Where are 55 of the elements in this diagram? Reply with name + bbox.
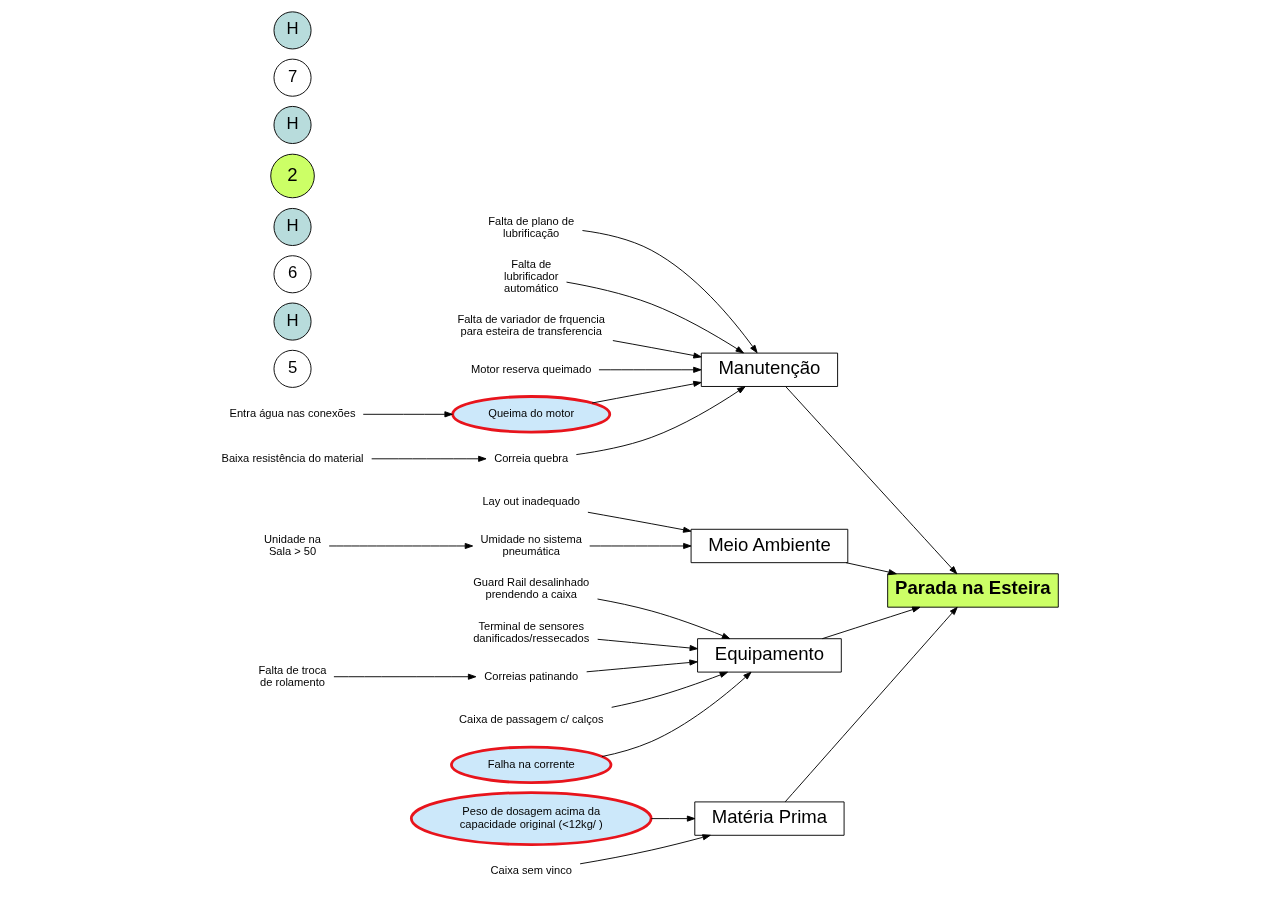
node-ellipse: Falha na corrente [449,745,612,784]
arrow [610,671,728,708]
node-ellipse: Queima do motor [450,395,611,434]
node-text: Umidade no sistema pneumática [480,532,582,557]
node-circle: 7 [273,58,312,97]
node-text: Lay out inadequado [481,495,580,508]
node-text: Correias patinando [483,669,578,682]
arrow [596,638,698,652]
arrow [845,562,897,576]
node-circle: 2 [269,153,315,199]
arrow [601,671,751,757]
arrow [784,386,957,575]
node-text: Guard Rail desalinhado prendendo a caixa [472,576,589,601]
node-text: Baixa resistência do material [221,451,364,464]
node-text: Caixa sem vinco [489,864,572,877]
arrow [585,659,698,673]
node-text: Entra água nas conexões [229,407,356,420]
arrow [362,411,453,418]
arrow [575,386,745,456]
node-text: Caixa de passagem c/ calços [458,713,603,726]
arrow [784,606,958,803]
arrow [650,815,695,822]
node-text: Falta de plano de lubrificação [487,214,574,239]
node-text: Unidade na Sala > 50 [263,532,321,557]
arrow [332,673,476,680]
arrow [328,542,473,550]
node-ellipse: Peso de dosagem acima da capacidade original (<12kg/ ) [409,791,652,846]
arrow [821,606,920,640]
node-text: Terminal de sensores danificados/ressecados [472,619,589,645]
arrow [581,230,758,354]
arrow [588,542,691,550]
node-text: Motor reserva queimado [470,362,591,375]
node-box: Meio Ambiente [690,528,848,564]
arrow [565,281,744,354]
arrow [597,366,702,373]
node-text: Falta de lubrificador automático [503,257,558,294]
node-box: Equipamento [696,638,842,673]
node-circle: 6 [273,255,312,294]
node-box: Matéria Prima [693,801,845,836]
arrow [579,834,711,865]
node-text: Correia quebra [493,451,568,464]
node-text: Falta de variador de frquencia para esteira de transferencia [456,313,605,338]
node-box: Parada na Esteira [886,573,1059,608]
arrow [586,511,691,533]
arrow [596,598,730,640]
node-text: Falta de troca de rolamento [258,663,326,688]
node-box: Manutenção [700,352,838,387]
node-circle: H [273,207,312,246]
node-circle: H [273,302,312,341]
arrow [611,340,702,359]
node-circle: H [273,105,312,144]
arrow [370,455,486,462]
node-circle: H [273,11,312,50]
node-circle: 5 [273,349,312,388]
arrow [591,380,702,404]
